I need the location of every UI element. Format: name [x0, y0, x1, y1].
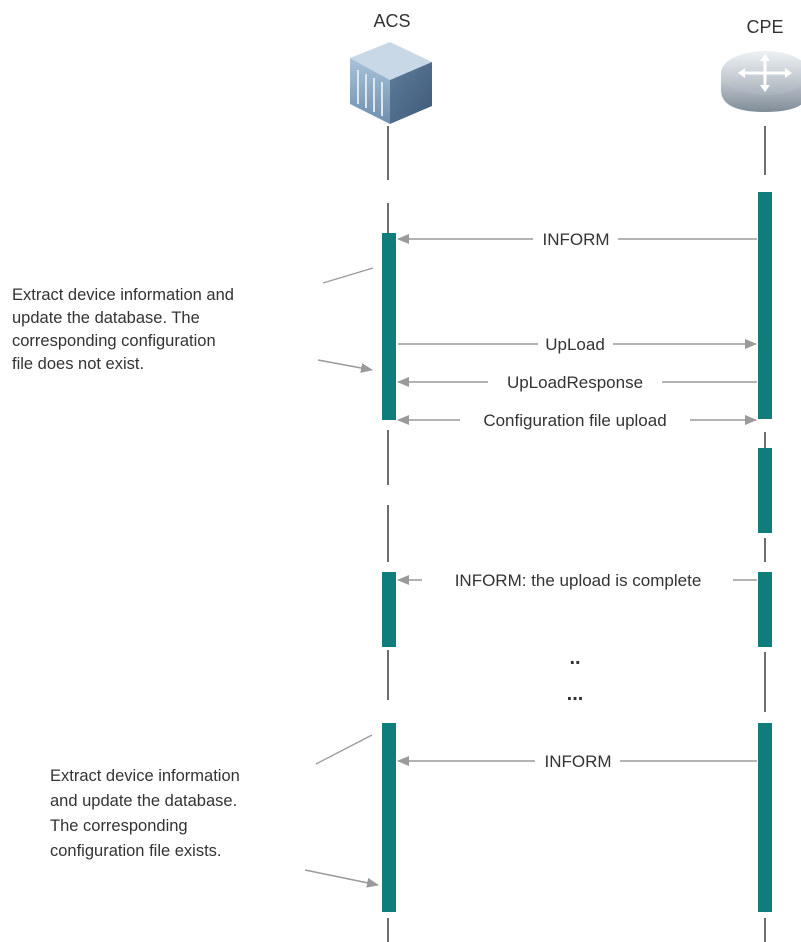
note-1-pointer-arrow [317, 359, 373, 373]
note-line: and update the database. [50, 792, 237, 810]
message-label: Configuration file upload [483, 411, 666, 430]
note-line: corresponding configuration [12, 332, 216, 350]
cpe-activation-1 [758, 192, 772, 419]
cpe-activation-4 [758, 723, 772, 912]
message-inform-2: INFORM [397, 752, 757, 771]
message-config-upload: Configuration file upload [397, 411, 757, 430]
note-line: Extract device information and [12, 286, 234, 304]
acs-label: ACS [373, 11, 410, 31]
message-label: UpLoad [545, 335, 605, 354]
message-upload: UpLoad [398, 335, 757, 354]
message-label: INFORM [544, 752, 611, 771]
message-label: UpLoadResponse [507, 373, 643, 392]
note-line: update the database. The [12, 309, 200, 327]
acs-activation-3 [382, 723, 396, 912]
note-1-pointer-top [322, 267, 374, 284]
message-label: INFORM: the upload is complete [455, 571, 702, 590]
note-2-pointer-arrow [304, 869, 379, 888]
note-2: Extract device information and update th… [50, 734, 379, 888]
note-1: Extract device information and update th… [12, 267, 374, 373]
message-label: INFORM [542, 230, 609, 249]
note-line: The corresponding [50, 817, 188, 835]
router-icon [721, 51, 801, 112]
ellipsis-1: .. [569, 647, 580, 669]
cpe-activation-3 [758, 572, 772, 647]
note-2-pointer-top [315, 734, 373, 765]
server-icon [350, 42, 432, 124]
note-line: configuration file exists. [50, 842, 222, 860]
message-inform-upload-complete: INFORM: the upload is complete [397, 571, 757, 590]
ellipsis-2: ... [567, 683, 584, 705]
message-upload-response: UpLoadResponse [397, 373, 757, 392]
cpe-activation-2 [758, 448, 772, 533]
note-line: Extract device information [50, 767, 240, 785]
acs-activation-2 [382, 572, 396, 647]
message-inform-1: INFORM [397, 230, 757, 249]
acs-activation-1 [382, 233, 396, 420]
cpe-label: CPE [746, 17, 783, 37]
note-line: file does not exist. [12, 355, 144, 373]
